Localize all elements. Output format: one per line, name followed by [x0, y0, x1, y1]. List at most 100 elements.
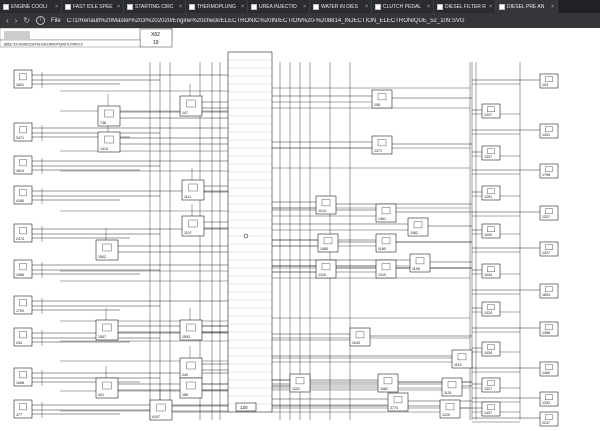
component-box[interactable]: 1327: [481, 377, 501, 393]
component-box[interactable]: 2474: [13, 223, 33, 243]
url-input[interactable]: C:/1/Renault%20Master%203%202020/Engine%…: [66, 17, 465, 24]
component-label: 1180: [378, 247, 386, 251]
component-box[interactable]: 1437: [481, 401, 501, 417]
tab-label: STARTING CIRC: [135, 3, 174, 10]
component-box[interactable]: 1034: [481, 263, 501, 279]
component-box[interactable]: 2471: [13, 122, 33, 142]
close-icon[interactable]: ×: [179, 3, 182, 10]
component-symbol: [413, 221, 423, 229]
component-box[interactable]: 1834: [539, 283, 559, 299]
component-box[interactable]: 748: [97, 105, 121, 127]
component-label: 4107: [152, 415, 160, 419]
document-icon: [127, 3, 133, 10]
component-box[interactable]: 1043: [349, 327, 371, 347]
browser-tab[interactable]: WATER IN DIES×: [310, 0, 372, 13]
component-box[interactable]: 4180: [13, 185, 33, 205]
browser-tab[interactable]: ENGINE COOLI×: [0, 0, 62, 13]
component-box[interactable]: 1631: [13, 69, 33, 89]
component-box[interactable]: 3774: [387, 392, 409, 412]
component-symbol: [545, 364, 553, 370]
component-box[interactable]: 1066: [13, 367, 33, 387]
component-box[interactable]: 1327: [539, 241, 559, 257]
back-icon[interactable]: ‹: [6, 15, 9, 25]
component-box[interactable]: 1092: [481, 223, 501, 239]
component-box[interactable]: 103: [539, 73, 559, 89]
component-box[interactable]: 147: [179, 95, 203, 117]
component-box[interactable]: 1327: [539, 205, 559, 221]
browser-tab[interactable]: STARTING CIRC ×: [124, 0, 186, 13]
component-box[interactable]: 1106: [409, 253, 431, 273]
browser-tab[interactable]: UREA INJECTIO×: [248, 0, 310, 13]
component-box[interactable]: 108: [371, 89, 393, 109]
component-label: 1324: [484, 311, 492, 315]
component-box[interactable]: 1700: [13, 295, 33, 315]
browser-tab[interactable]: CLUTCH PEDAL×: [372, 0, 434, 13]
component-box[interactable]: 1101: [441, 377, 463, 397]
component-box[interactable]: 1327: [481, 103, 501, 119]
component-box[interactable]: 1310: [315, 259, 337, 279]
component-box[interactable]: 180: [179, 377, 203, 399]
component-box[interactable]: 1220: [439, 399, 461, 419]
component-box[interactable]: 1480: [317, 233, 339, 253]
component-box[interactable]: 1180: [375, 233, 397, 253]
component-box[interactable]: 1810: [13, 155, 33, 175]
component-box[interactable]: 1324: [481, 301, 501, 317]
component-box[interactable]: 1082: [377, 373, 399, 393]
component-box[interactable]: 1214: [315, 195, 337, 215]
component-box[interactable]: 1431: [539, 123, 559, 139]
component-box[interactable]: 1460: [539, 361, 559, 377]
component-box[interactable]: 1111: [181, 179, 205, 201]
component-box[interactable]: 1337: [481, 145, 501, 161]
component-box[interactable]: 2237: [539, 411, 559, 427]
component-box[interactable]: 1414: [97, 131, 121, 153]
component-box[interactable]: 1557: [95, 319, 119, 341]
component-box[interactable]: 244: [13, 327, 33, 347]
component-box[interactable]: 1398: [539, 321, 559, 337]
component-box[interactable]: 1310: [375, 259, 397, 279]
component-box[interactable]: 1291: [481, 185, 501, 201]
component-box[interactable]: 1034: [481, 341, 501, 357]
component-symbol: [447, 381, 457, 389]
document-icon: [3, 3, 9, 10]
component-box[interactable]: 1798: [539, 163, 559, 179]
component-label: 1119: [454, 363, 461, 367]
component-box[interactable]: 1107: [181, 215, 205, 237]
component-box[interactable]: 477: [13, 399, 33, 419]
svg-viewport[interactable]: X62 19 8861/ 52-00/ABCDEFGHIJKLMNOPQRSTU…: [0, 28, 600, 431]
component-box[interactable]: 4107: [149, 399, 173, 421]
browser-tab[interactable]: DIESEL PRE AN×: [496, 0, 558, 13]
component-box[interactable]: 1062: [407, 217, 429, 237]
component-box[interactable]: 1066: [13, 259, 33, 279]
component-box[interactable]: 1461: [375, 203, 397, 223]
component-box[interactable]: 1502: [95, 239, 119, 261]
close-icon[interactable]: ×: [489, 3, 492, 10]
close-icon[interactable]: ×: [241, 3, 244, 10]
browser-tab[interactable]: DIESEL FILTER R×: [434, 0, 496, 13]
close-icon[interactable]: ×: [117, 3, 120, 10]
component-symbol: [377, 139, 387, 147]
info-icon[interactable]: i: [36, 16, 46, 25]
close-icon[interactable]: ×: [551, 3, 554, 10]
component-box[interactable]: 1553: [179, 319, 203, 341]
component-symbol: [381, 207, 391, 215]
close-icon[interactable]: ×: [55, 3, 58, 10]
component-symbol: [393, 396, 403, 404]
browser-tab[interactable]: FAST IDLE SPEE×: [62, 0, 124, 13]
component-box[interactable]: 421: [95, 377, 119, 399]
address-bar: ‹ › ↻ i File C:/1/Renault%20Master%203%2…: [0, 13, 600, 28]
component-symbol: [188, 183, 198, 192]
ecu-block[interactable]: [227, 51, 273, 413]
component-box[interactable]: 1371: [371, 135, 393, 155]
close-icon[interactable]: ×: [427, 3, 430, 10]
reload-icon[interactable]: ↻: [23, 15, 31, 25]
component-label: 1371: [374, 149, 382, 153]
component-box[interactable]: 240: [179, 357, 203, 379]
close-icon[interactable]: ×: [365, 3, 368, 10]
component-symbol: [445, 403, 455, 411]
close-icon[interactable]: ×: [303, 3, 306, 10]
forward-icon[interactable]: ›: [14, 15, 18, 25]
browser-tab[interactable]: THERMOPLUNG×: [186, 0, 248, 13]
component-box[interactable]: 1202: [289, 373, 311, 393]
component-box[interactable]: 1332: [539, 391, 559, 407]
component-box[interactable]: 1119: [451, 349, 473, 369]
